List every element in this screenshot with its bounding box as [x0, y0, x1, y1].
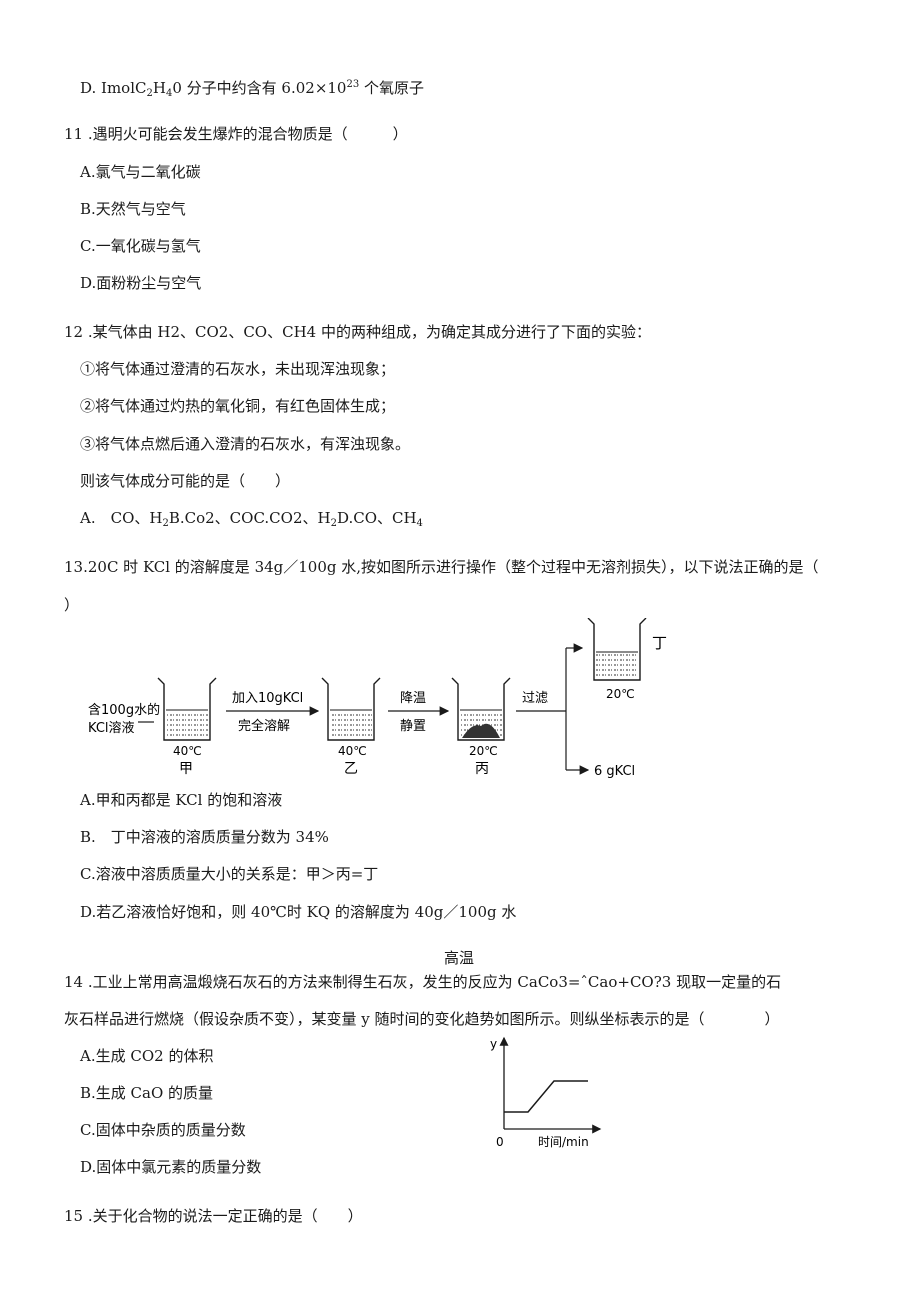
beaker-jia [157, 677, 217, 741]
beaker-bing-name: 丙 [475, 761, 489, 777]
q15-stem: 15 .关于化合物的说法一定正确的是（ ） [64, 1207, 363, 1225]
q11-stem: 11 .遇明火可能会发生爆炸的混合物质是（ ） [64, 125, 408, 143]
kcl-process-figure: 含100g水的 KCl溶液 40℃ 甲 加入10gKCl 完全溶解 40℃ 乙 … [88, 618, 667, 779]
beaker-ding [587, 618, 647, 681]
q13-option-a: A.甲和丙都是 KCl 的饱和溶液 [80, 791, 283, 809]
beaker-jia-temp: 40℃ [173, 744, 202, 758]
q12-step-1: ①将气体通过澄清的石灰水，未出现浑浊现象； [80, 360, 396, 378]
start-label-2: KCl溶液 [88, 721, 135, 736]
q11-option-d: D.面粉粉尘与空气 [80, 274, 202, 292]
trend-line [504, 1080, 588, 1113]
q14-stem-1: 14 .工业上常用高温煅烧石灰石的方法来制得生石灰，发生的反应为 CaCo3=ˆ… [64, 973, 782, 991]
q12-step-2: ②将气体通过灼热的氧化铜，有红色固体生成； [80, 397, 396, 415]
q13-option-c: C.溶液中溶质质量大小的关系是：甲＞丙=丁 [80, 865, 379, 883]
beaker-bing [451, 677, 511, 741]
beaker-yi [321, 677, 381, 741]
q13-stem-close: ） [64, 596, 80, 614]
beaker-ding-name: 丁 [652, 634, 667, 652]
beaker-yi-temp: 40℃ [338, 744, 367, 758]
q12-options: A. CO、H2B.Co2、COC.CO2、H2D.CO、CH4 [80, 509, 423, 529]
origin-label: 0 [496, 1135, 504, 1149]
q11-option-c: C.一氧化碳与氢气 [80, 237, 201, 255]
x-axis-label: 时间/min [538, 1135, 589, 1149]
q11-option-a: A.氯气与二氧化碳 [80, 163, 201, 181]
q14-option-c: C.固体中杂质的质量分数 [80, 1121, 246, 1139]
q14-option-b: B.生成 CaO 的质量 [80, 1084, 214, 1102]
y-axis-label: y [490, 1037, 497, 1051]
q10-option-d: D. ImolC2H40 分子中约含有 6.02×1023 个氧原子 [80, 79, 424, 99]
q14-condition-label: 高温 [444, 949, 475, 967]
q13-option-b: B. 丁中溶液的溶质质量分数为 34% [80, 828, 329, 846]
q12-stem: 12 .某气体由 H2、CO2、CO、CH4 中的两种组成，为确定其成分进行了下… [64, 323, 651, 341]
step2-label-bottom: 静置 [400, 719, 426, 734]
step3-label: 过滤 [522, 691, 548, 706]
q14-stem-2: 灰石样品进行燃烧（假设杂质不变），某变量 y 随时间的变化趋势如图所示。则纵坐标… [64, 1010, 780, 1028]
step1-label-bottom: 完全溶解 [238, 718, 290, 734]
beaker-ding-temp: 20℃ [606, 687, 635, 701]
step1-label-top: 加入10gKCl [232, 691, 303, 706]
q14-option-d: D.固体中氯元素的质量分数 [80, 1158, 262, 1176]
beaker-jia-name: 甲 [179, 761, 193, 777]
q13-stem: 13.20C 时 KCl 的溶解度是 34g／100g 水,按如图所示进行操作（… [64, 558, 819, 576]
q12-step-3: ③将气体点燃后通入澄清的石灰水，有浑浊现象。 [80, 435, 411, 453]
q12-question: 则该气体成分可能的是（ ） [80, 472, 291, 490]
q11-option-b: B.天然气与空气 [80, 200, 186, 218]
q14-graph: y 0 时间/min [490, 1036, 602, 1149]
solid-kcl-label: 6 gKCl [594, 764, 635, 779]
beaker-yi-name: 乙 [344, 761, 358, 777]
start-label-1: 含100g水的 [88, 702, 160, 718]
step2-label-top: 降温 [400, 691, 426, 706]
beaker-bing-temp: 20℃ [469, 744, 498, 758]
q14-option-a: A.生成 CO2 的体积 [80, 1047, 214, 1065]
q13-option-d: D.若乙溶液恰好饱和，则 40℃时 KQ 的溶解度为 40g／100g 水 [80, 903, 517, 921]
